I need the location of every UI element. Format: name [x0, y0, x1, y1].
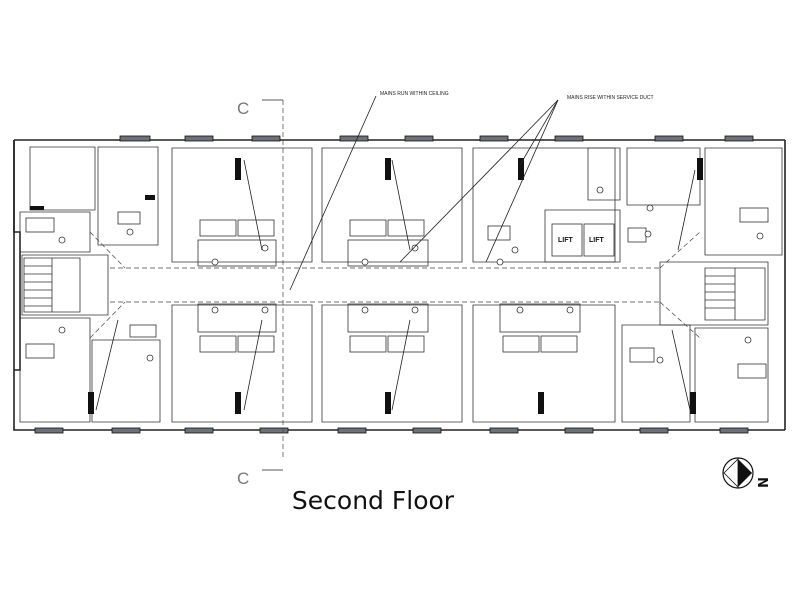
- note-mains-ceiling: MAINS RUN WITHIN CEILING: [380, 91, 449, 97]
- risers: [30, 158, 703, 414]
- section-label-top: C: [237, 99, 249, 118]
- section-line: [262, 99, 284, 471]
- internal-walls: [19, 146, 783, 423]
- note-leaders: [289, 95, 559, 291]
- building-outline: [13, 139, 786, 431]
- bathroom-pods: [25, 186, 769, 379]
- north-arrow-icon: [722, 457, 754, 489]
- corridor: [89, 231, 701, 339]
- north-label: N: [754, 477, 769, 488]
- lift-label-1: LIFT: [558, 237, 573, 244]
- note-mains-duct: MAINS RISE WITHIN SERVICE DUCT: [567, 95, 654, 101]
- section-label-bottom: C: [237, 469, 249, 488]
- floor-title: Second Floor: [291, 486, 455, 515]
- lift-label-2: LIFT: [589, 237, 604, 244]
- top-windows: [119, 135, 754, 142]
- bottom-windows: [34, 427, 749, 434]
